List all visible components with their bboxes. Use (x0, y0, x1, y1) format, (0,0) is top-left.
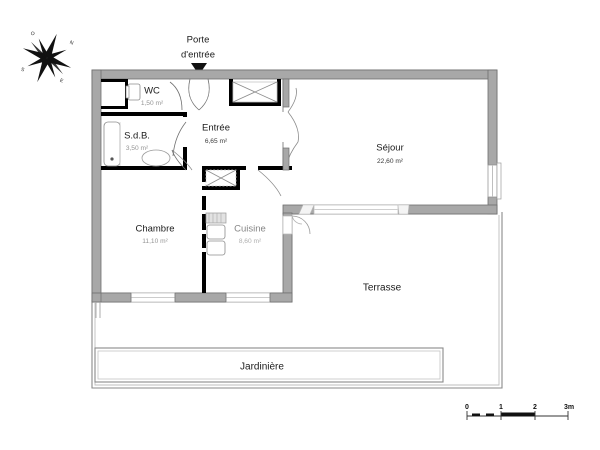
terrace-outline (91, 212, 503, 389)
room-area-wc: 1,50 m² (141, 100, 164, 107)
room-label-jardiniere: Jardinière (240, 362, 284, 373)
entry-door-label-line2: d'entrée (181, 50, 215, 61)
compass-label-e: E (59, 78, 65, 85)
room-interiors (101, 79, 488, 293)
room-area-entree: 6,65 m² (205, 138, 228, 145)
compass-label-o: O (29, 31, 35, 38)
entry-door-label-line1: Porte (187, 35, 210, 46)
scale-bar: 0 1 2 3m (465, 404, 574, 420)
window-sejour-east (487, 162, 502, 200)
room-label-sejour: Séjour (376, 143, 403, 154)
scale-tick-0: 0 (465, 404, 469, 411)
room-label-cuisine: Cuisine (234, 224, 266, 235)
scale-tick-3: 3m (564, 404, 574, 411)
wall-entree-sejour (282, 78, 290, 171)
room-label-sdb: S.d.B. (124, 131, 150, 142)
room-label-chambre: Chambre (135, 224, 174, 235)
jardiniere-box (94, 347, 444, 383)
room-label-wc: WC (144, 86, 160, 97)
interior-partitions (101, 79, 292, 293)
room-labels: WC 1,50 m² S.d.B. 3,50 m² Entrée 6,65 m²… (124, 86, 404, 373)
window-cuisine-south (225, 292, 271, 303)
door-cuisine-terrace (282, 215, 311, 235)
room-label-entree: Entrée (202, 123, 230, 134)
room-area-sejour: 22,60 m² (377, 158, 404, 165)
compass-rose: N O S E (20, 31, 75, 85)
room-area-cuisine: 8,60 m² (239, 238, 262, 245)
compass-label-s: S (20, 67, 26, 74)
dimension-tails (95, 302, 101, 318)
window-chambre-south (130, 292, 176, 303)
south-wall-piers (100, 292, 293, 303)
entry-door-annotation: Porte d'entrée (181, 35, 215, 75)
fixtures (103, 83, 303, 256)
arrow-down-icon (191, 63, 207, 75)
sliding-door-sejour-south (298, 204, 410, 215)
room-area-sdb: 3,50 m² (126, 145, 149, 152)
closet-hatching (205, 81, 278, 187)
compass-label-n: N (69, 40, 75, 47)
room-area-chambre: 11,10 m² (142, 238, 168, 245)
scale-tick-1: 1 (499, 404, 503, 411)
scale-tick-2: 2 (533, 404, 537, 411)
room-label-terrasse: Terrasse (363, 283, 402, 294)
